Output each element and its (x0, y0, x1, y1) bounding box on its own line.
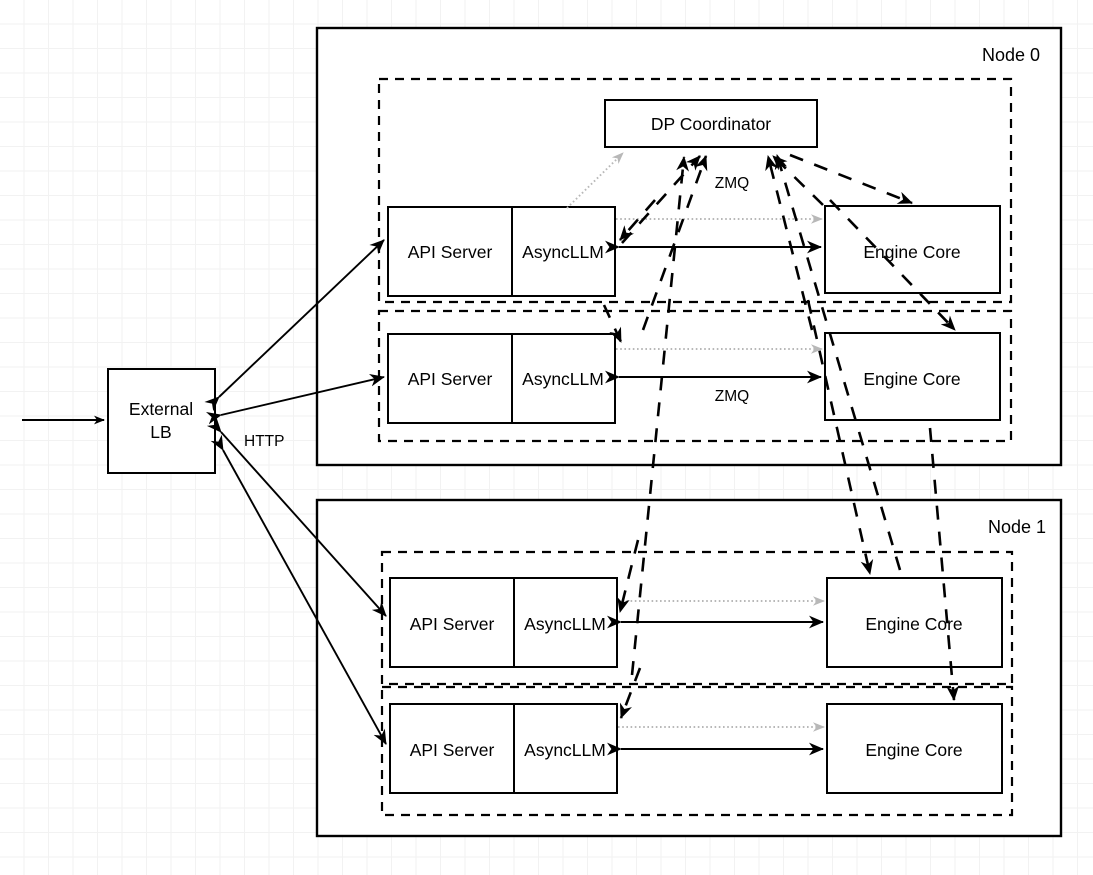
coordinator-to-node1-rank0-engine (806, 299, 874, 575)
node-0-rank-0-asyncllm-label: AsyncLLM (522, 242, 604, 262)
node-0-rank-1-engine-core-label: Engine Core (863, 369, 960, 389)
asyncllm-to-coordinator-dotted-edge (566, 152, 624, 209)
node-1-rank-1-asyncllm-label: AsyncLLM (524, 740, 606, 760)
zmq-node0-rank1-engine-to-coordinator (765, 155, 814, 331)
coordinator-to-node0-rank1-engine (829, 199, 956, 331)
node-0-rank-0-engine-core-box[interactable] (824, 205, 1001, 294)
lb-to-node1-rank1-edge (210, 434, 387, 745)
coordinator-to-node0-rank0-engine (789, 153, 913, 205)
node-1-rank-1-group (380, 685, 1014, 817)
node-0-rank-0-engine-core-label: Engine Core (863, 242, 960, 262)
node-1-rank-0-server-box[interactable] (389, 577, 618, 668)
coordinator-to-node1-rank1-asyncllm (619, 667, 642, 719)
node-0-rank-1-asyncllm-label: AsyncLLM (522, 369, 604, 389)
node-1-rank-0-api-server-label: API Server (410, 614, 495, 634)
external-lb-label-line1: External (129, 399, 193, 419)
node-1-rank-0-engine-core-box[interactable] (826, 577, 1003, 668)
dp-coordinator-box[interactable] (604, 99, 818, 148)
node-1-rank-1-engine-core-label: Engine Core (865, 740, 962, 760)
zmq-node0-rank0-asyncllm-to-coordinator (621, 155, 701, 244)
node-1-rank-0-asyncllm-label: AsyncLLM (524, 614, 606, 634)
zmq-node1-rank0-asyncllm-to-coordinator (630, 156, 689, 676)
node-1-rank-1-engine-core-box[interactable] (826, 703, 1003, 794)
zmq-label-top: ZMQ (715, 175, 749, 192)
dp-coordinator-label: DP Coordinator (651, 114, 771, 134)
external-lb-box[interactable] (107, 368, 216, 474)
node-1-rank-1-api-server-label: API Server (410, 740, 495, 760)
node-0-rank-1-api-server-label: API Server (408, 369, 493, 389)
node-0-rank-1-server-box[interactable] (387, 333, 616, 424)
node-0-rank-0-group (377, 77, 1013, 304)
node-0-rank-0-api-server-label: API Server (408, 242, 493, 262)
coordinator-to-node1-rank0-asyncllm (617, 539, 640, 613)
coordinator-to-node0-rank1-asyncllm (602, 304, 623, 343)
zmq-label-second: ZMQ (715, 388, 749, 405)
coordinator-to-node0-rank0-asyncllm (619, 199, 656, 241)
node-0-label: Node 0 (982, 45, 1040, 65)
node-0-rank-1-engine-core-box[interactable] (824, 332, 1001, 421)
zmq-node1-engine-to-coordinator (774, 154, 902, 571)
node-1-rank-1-server-box[interactable] (389, 703, 618, 794)
node-1-rank-0-engine-core-label: Engine Core (865, 614, 962, 634)
http-edge-label: HTTP (244, 433, 284, 450)
coordinator-to-node1-rank1-engine (928, 427, 960, 701)
external-lb-label-line2: LB (150, 422, 171, 442)
zmq-node0-rank1-asyncllm-to-coordinator (641, 155, 708, 331)
lb-to-node0-rank1-edge (205, 373, 385, 425)
lb-to-node0-rank0-edge (204, 239, 385, 412)
node-1-label: Node 1 (988, 517, 1046, 537)
